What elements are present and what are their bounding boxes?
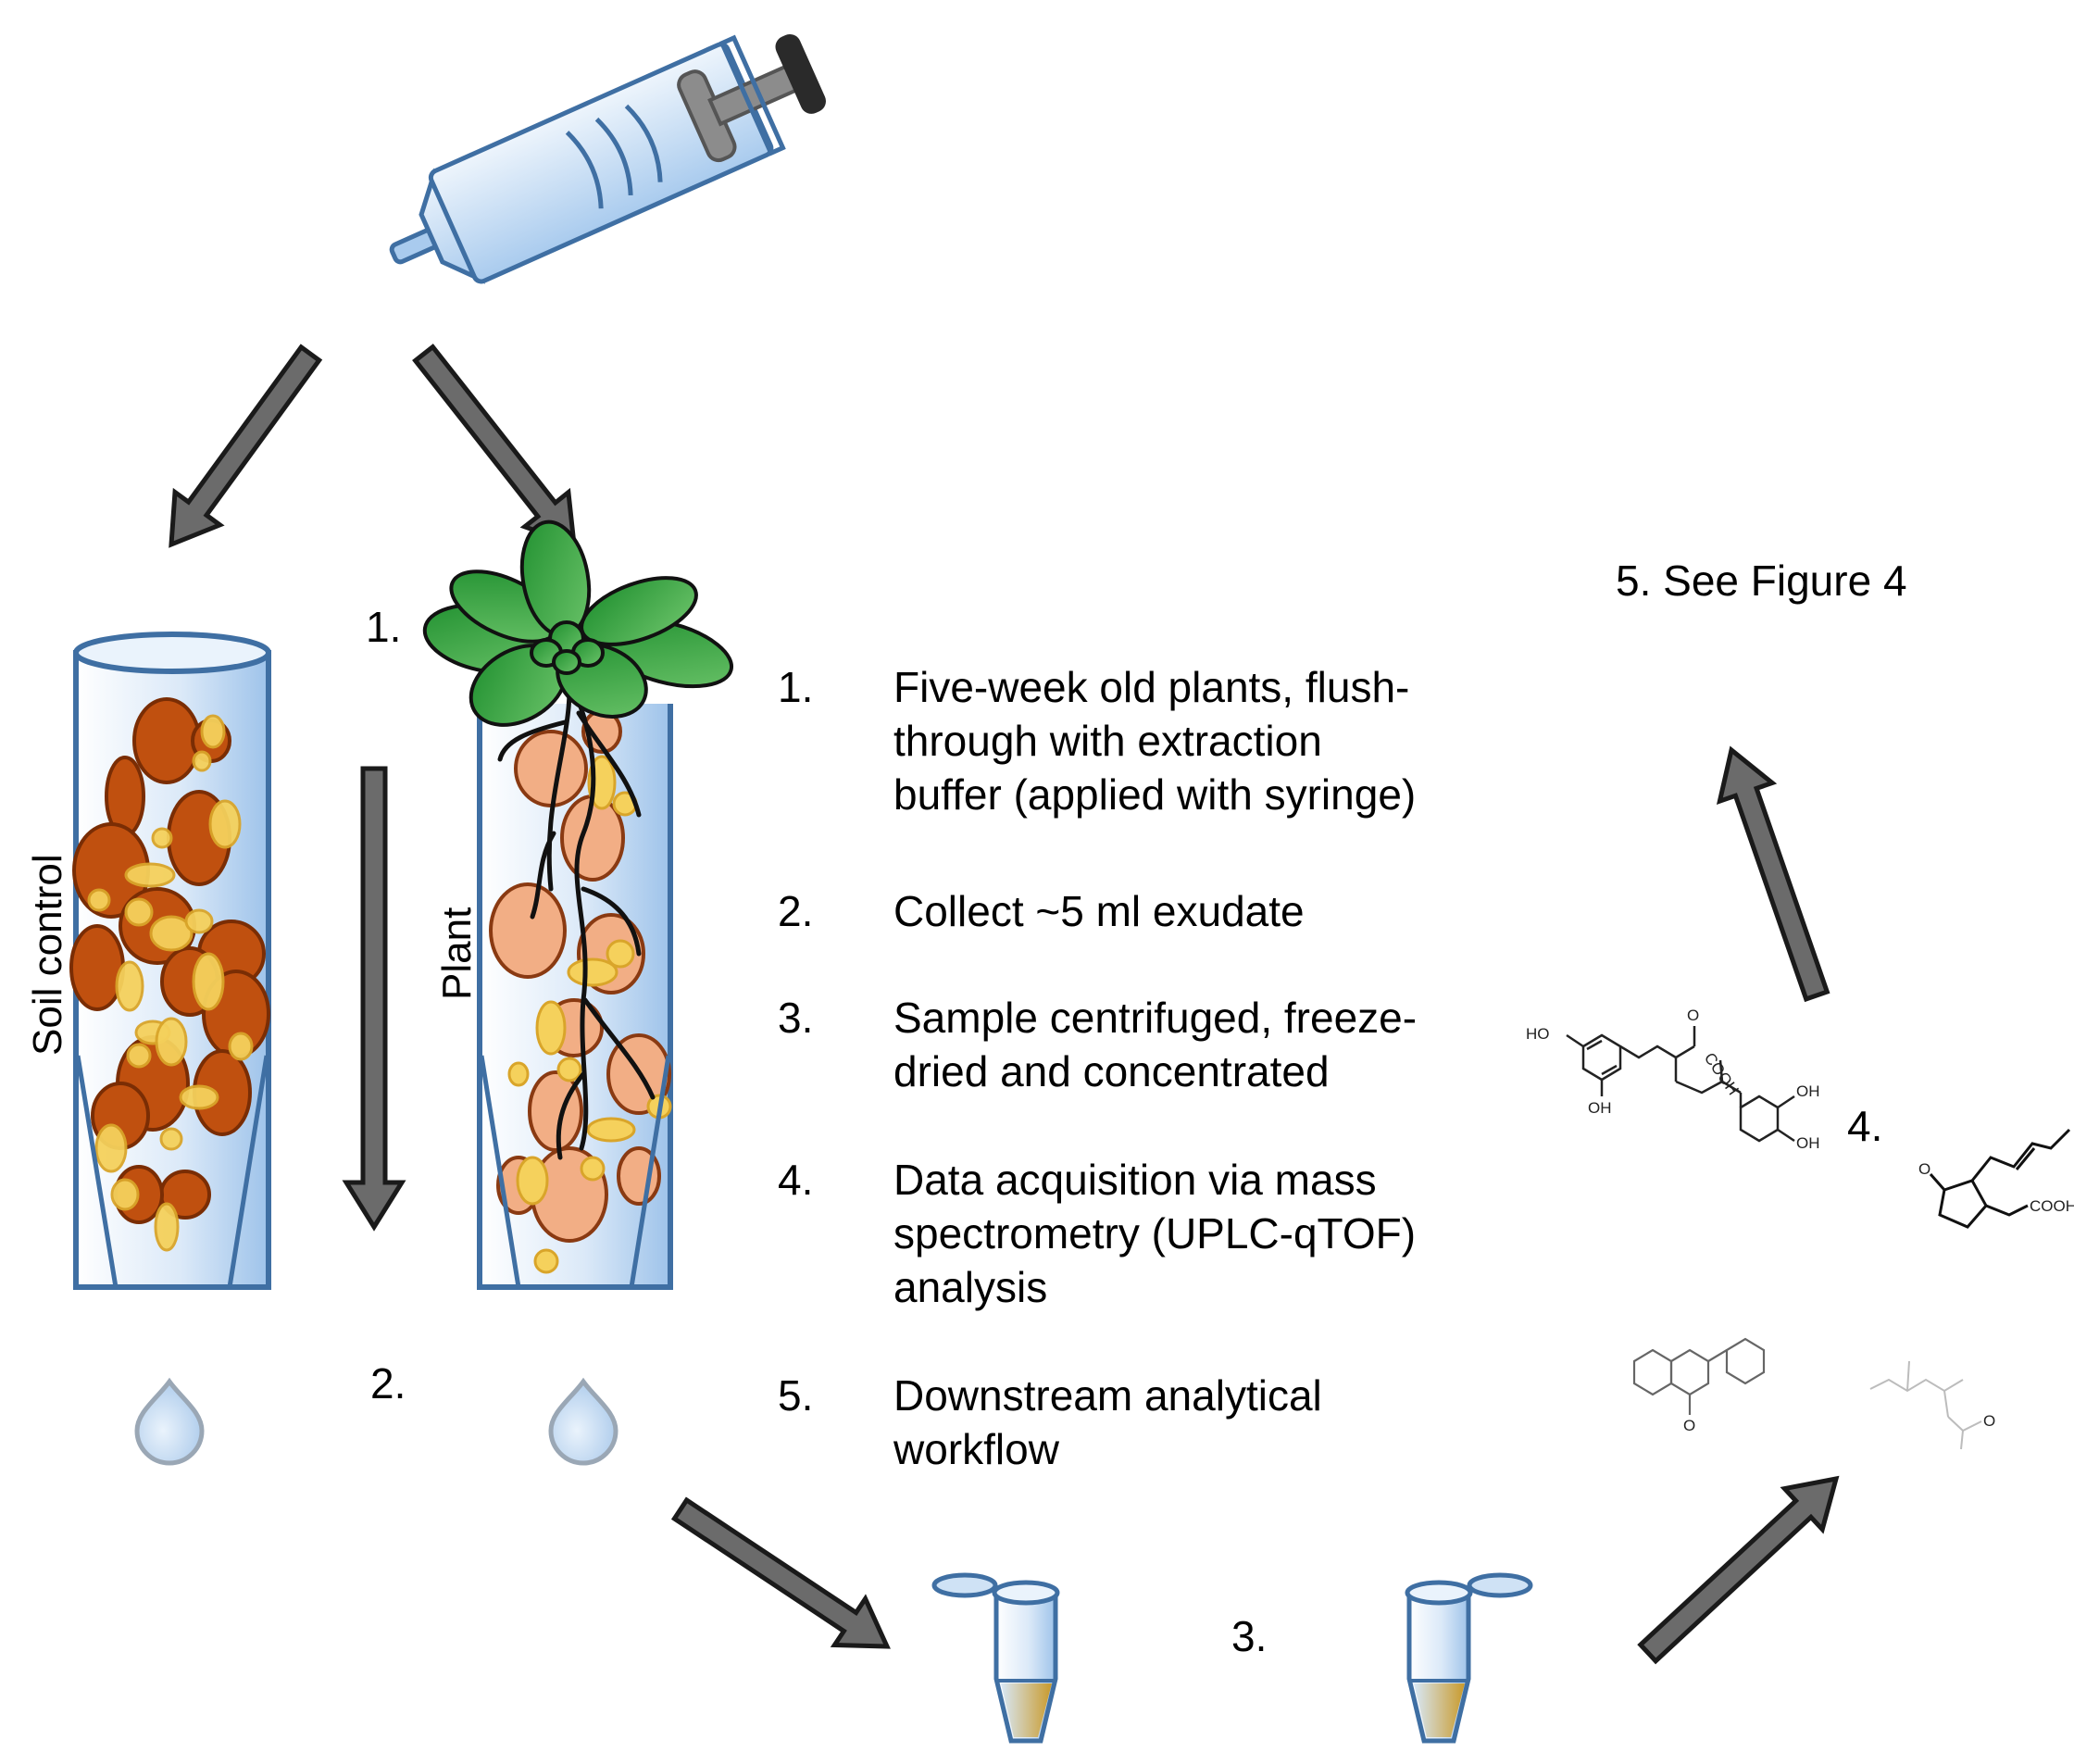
sand-particle (184, 908, 214, 934)
plant-tube (422, 519, 734, 1290)
sand-particle (155, 1017, 188, 1067)
roots (497, 664, 656, 1160)
sand-particle (192, 952, 225, 1011)
sand-particle (149, 915, 194, 952)
sand-particle (124, 897, 154, 927)
plant-rosette (422, 519, 734, 727)
step-marker-2: 2. (370, 1359, 406, 1407)
process-arrow (412, 344, 577, 548)
process-arrow (1637, 1475, 1840, 1665)
step-marker-1: 1. (366, 603, 401, 651)
sand-particle (606, 939, 635, 969)
chem-structure-amino-acid (1869, 1360, 1982, 1450)
legend-line: Data acquisition via mass (893, 1156, 1377, 1204)
legend-number: 2. (778, 887, 813, 935)
legend-line: buffer (applied with syringe) (893, 770, 1416, 819)
drop-icon-soil (134, 1377, 205, 1466)
sand-particle (533, 1248, 559, 1274)
syringe-icon (389, 33, 826, 284)
soil-particle (69, 924, 125, 1011)
chem-label-oh: OH (1588, 1099, 1612, 1117)
legend: 1. Five-week old plants, flush-through wi… (778, 663, 1417, 1473)
legend-number: 4. (778, 1156, 813, 1204)
chem-label-oh-ring: OH (1796, 1082, 1820, 1100)
sand-particle (567, 957, 618, 987)
sand-particle (556, 1057, 582, 1082)
chem-label-ho: HO (1526, 1025, 1550, 1043)
plant-soil-particles (489, 709, 672, 1274)
sand-particle (87, 888, 111, 912)
chem-structure-caffeoyl (1566, 1026, 1795, 1143)
legend-line: Downstream analytical (893, 1371, 1322, 1420)
legend-line: spectrometry (UPLC-qTOF) (893, 1209, 1416, 1257)
legend-number: 1. (778, 663, 813, 711)
sand-particle (516, 1156, 549, 1206)
sand-particle (179, 1084, 219, 1110)
legend-number: 5. (778, 1371, 813, 1420)
microtube-icon-right (1405, 1572, 1533, 1744)
step-marker-5-see-figure: 5. See Figure 4 (1616, 557, 1907, 605)
chem-label-o: O (1687, 1007, 1699, 1024)
legend-line: through with extraction (893, 717, 1322, 765)
soil-control-tube (69, 632, 271, 1290)
sand-particle (580, 1156, 606, 1182)
microtube-icon-left (931, 1572, 1060, 1744)
sand-particle (151, 827, 173, 849)
sand-particle (507, 1061, 530, 1087)
soil-particle (489, 882, 567, 979)
legend-line: analysis (893, 1263, 1047, 1311)
sand-particle (228, 1032, 254, 1061)
sand-particle (115, 960, 144, 1012)
step-marker-4: 4. (1847, 1102, 1882, 1150)
legend-line: Collect ~5 ml exudate (893, 887, 1305, 935)
chem-label-jasmonate-o: O (1918, 1160, 1930, 1178)
plant-label: Plant (434, 907, 480, 1000)
sand-particle (192, 750, 212, 772)
process-arrow (169, 344, 323, 548)
legend-line: Sample centrifuged, freeze- (893, 994, 1417, 1042)
chem-structure-jasmonate (1929, 1128, 2071, 1229)
chem-label-amino-o: O (1983, 1412, 1995, 1430)
soil-particles (69, 697, 270, 1252)
sand-particle (94, 1123, 128, 1173)
sand-particle (535, 1000, 567, 1056)
soil-control-label: Soil control (25, 854, 70, 1056)
chem-label-flavone-o: O (1683, 1417, 1695, 1434)
legend-line: dried and concentrated (893, 1047, 1330, 1095)
process-arrow (342, 766, 406, 1232)
chem-structure-flavone (1632, 1337, 1766, 1415)
drop-icon-plant (548, 1377, 618, 1466)
sand-particle (208, 799, 242, 849)
sand-particle (154, 1202, 180, 1252)
legend-line: Five-week old plants, flush- (893, 663, 1409, 711)
process-arrow (1716, 745, 1830, 1003)
sand-particle (159, 1127, 183, 1151)
sand-particle (124, 862, 176, 888)
sand-particle (200, 714, 226, 749)
step-marker-3: 3. (1231, 1612, 1267, 1660)
chem-label-jasmonate-cooh: COOH (2030, 1197, 2074, 1215)
arrows-group (169, 344, 1840, 1665)
legend-line: workflow (893, 1425, 1060, 1473)
sand-particle (126, 1043, 152, 1069)
sand-particle (586, 1117, 636, 1143)
legend-number: 3. (778, 994, 813, 1042)
chem-label-oh-ring-2: OH (1796, 1134, 1820, 1152)
process-arrow (670, 1496, 891, 1649)
sand-particle (110, 1178, 140, 1211)
soil-particle (514, 730, 588, 807)
soil-particle (132, 697, 201, 784)
